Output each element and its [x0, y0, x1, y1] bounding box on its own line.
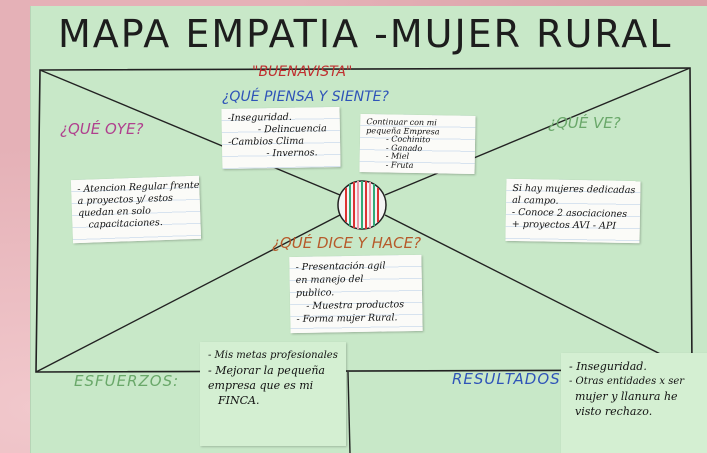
label-esfuerzos: ESFUERZOS: [74, 372, 180, 390]
label-dice-hace: ¿QUÉ DICE Y HACE? [272, 234, 422, 252]
sticky-note-que-ve: Si hay mujeres dedicadas al campo. - Con… [505, 178, 641, 244]
note-line: - Otras entidades x ser [569, 376, 685, 387]
note-line: + proyectos AVI - API [511, 218, 617, 232]
note-line: capacitaciones. [88, 217, 163, 231]
sticky-note-que-oye: - Atencion Regular frente a proyectos y/… [70, 175, 202, 244]
sticky-note-resultados: - Inseguridad. - Otras entidades x ser m… [561, 353, 707, 453]
note-line: - Forma mujer Rural. [296, 312, 398, 326]
label-piensa-siente: ¿QUÉ PIENSA Y SIENTE? [222, 89, 389, 105]
note-line: - Inseguridad. [569, 360, 647, 373]
note-line: - Muestra productos [306, 299, 405, 312]
note-line: - Delincuencia [257, 123, 327, 136]
note-line: - Mejorar la pequeña [208, 364, 325, 377]
label-resultados: RESULTADOS: [452, 370, 567, 388]
note-line: - Mis metas profesionales [208, 350, 338, 361]
note-line: mujer y llanura he [575, 390, 678, 403]
poster-subtitle: "BUENAVISTA" [252, 64, 353, 80]
sticky-note-dice-hace: - Presentación agil en manejo del public… [289, 254, 423, 334]
note-line: - Invernos. [266, 147, 318, 160]
note-line: FINCA. [218, 394, 260, 407]
note-line: - Fruta [385, 159, 414, 170]
label-que-oye: ¿QUÉ OYE? [60, 120, 144, 138]
sticky-note-piensa-left: -Inseguridad. - Delincuencia -Cambios Cl… [221, 106, 341, 170]
sticky-note-piensa-right: Continuar con mi pequeña Empresa - Cochi… [359, 114, 476, 174]
label-que-ve: ¿QUÉ VE? [548, 114, 621, 132]
poster-title: MAPA EMPATIA -MUJER RURAL [58, 12, 673, 56]
note-line: empresa que es mi [208, 379, 314, 392]
note-line: visto rechazo. [575, 405, 653, 418]
sticky-note-esfuerzos: - Mis metas profesionales - Mejorar la p… [200, 342, 346, 446]
